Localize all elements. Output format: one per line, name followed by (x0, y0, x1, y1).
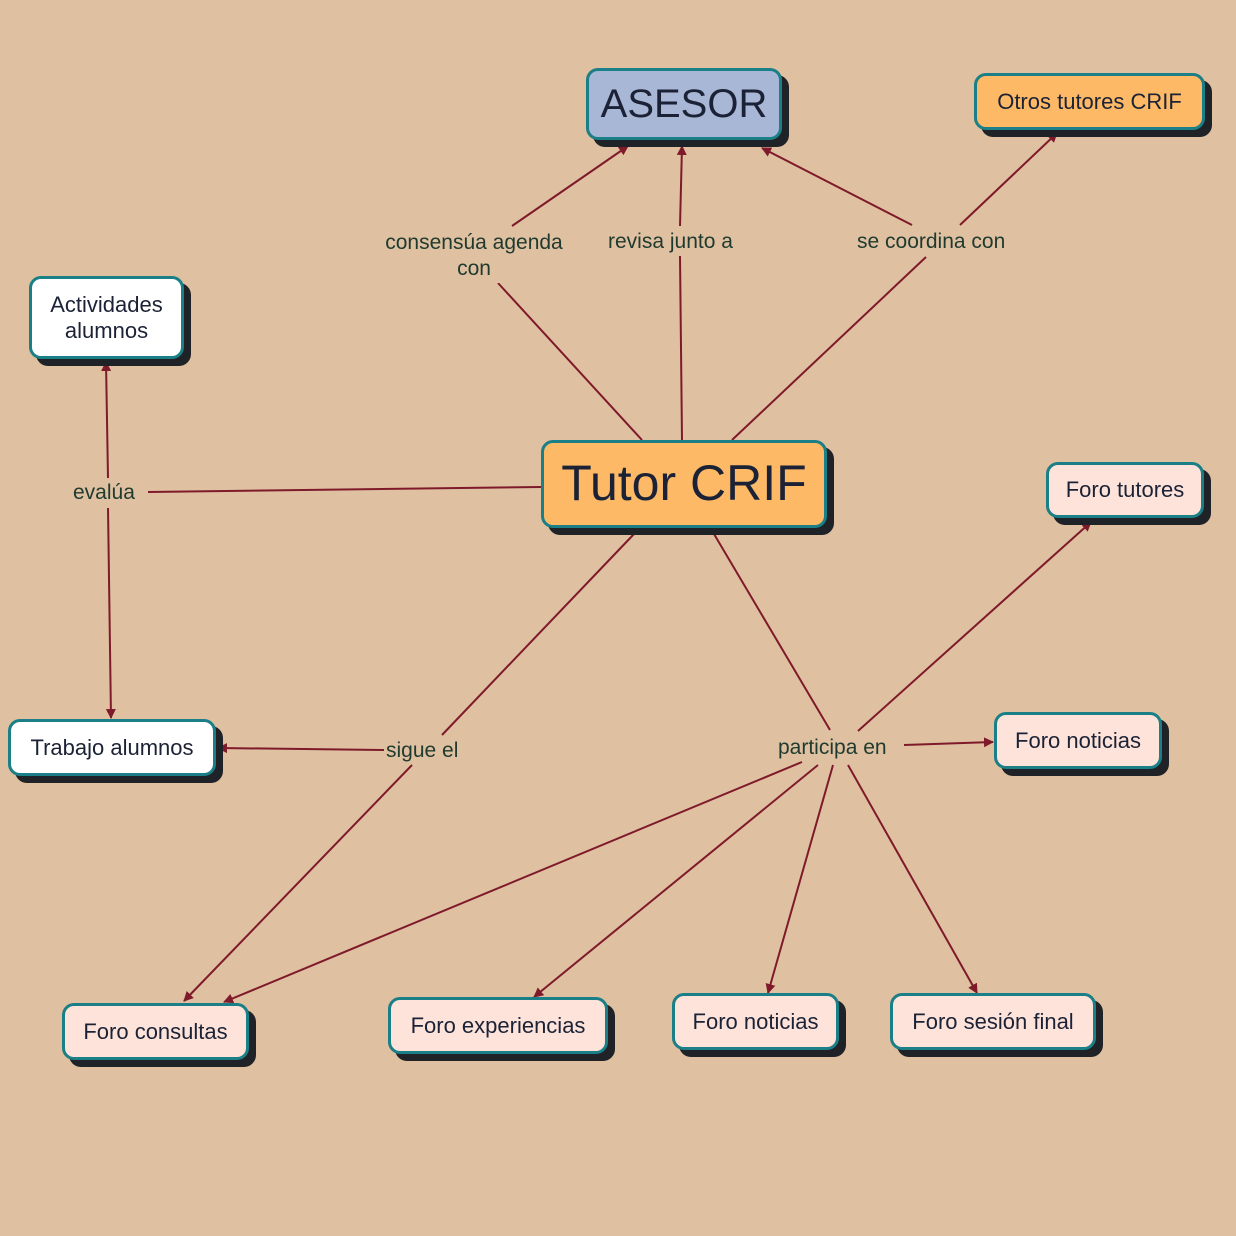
edge-coordina-asesor (761, 147, 913, 226)
node-foro-noticias-right[interactable]: Foro noticias (994, 712, 1162, 769)
node-otros-tutores-crif[interactable]: Otros tutores CRIF (974, 73, 1205, 130)
edge-tutor-evalua (147, 486, 542, 493)
edge-coordina-otros (959, 132, 1058, 226)
edge-evalua-actividades (101, 361, 112, 479)
node-asesor-label: ASESOR (600, 82, 768, 126)
node-trabajo-alumnos[interactable]: Trabajo alumnos (8, 719, 216, 776)
link-revisa-junto-a[interactable]: revisa junto a (606, 229, 735, 256)
edge-tutor-sigue (441, 533, 635, 736)
node-foro-sesion-final[interactable]: Foro sesión final (890, 993, 1096, 1050)
node-actividades-alumnos[interactable]: Actividades alumnos (29, 276, 184, 359)
edge-tutor-participa (713, 533, 831, 731)
node-tutor-crif[interactable]: Tutor CRIF (541, 440, 827, 528)
node-foro-noticias-right-label: Foro noticias (1015, 727, 1141, 753)
node-otros-tutores-label: Otros tutores CRIF (997, 88, 1182, 114)
edge-participa-experiencias (533, 764, 819, 998)
node-foro-noticias-bottom[interactable]: Foro noticias (672, 993, 839, 1050)
node-foro-tutores-label: Foro tutores (1065, 477, 1185, 503)
edge-tutor-revisa (679, 255, 683, 441)
node-foro-sesion-final-label: Foro sesión final (912, 1008, 1074, 1034)
edge-evalua-trabajo (105, 507, 116, 719)
edge-participa-noticias-bottom (765, 764, 834, 994)
node-asesor[interactable]: ASESOR (586, 68, 782, 140)
node-foro-tutores[interactable]: Foro tutores (1046, 462, 1204, 518)
edge-consensua-asesor (511, 145, 629, 227)
node-trabajo-label: Trabajo alumnos (30, 734, 194, 760)
link-consensua-agenda-con[interactable]: consensúa agenda con (368, 230, 580, 283)
edge-participa-sesion (847, 764, 978, 994)
node-foro-consultas-label: Foro consultas (83, 1018, 228, 1044)
link-se-coordina-con[interactable]: se coordina con (855, 229, 1008, 256)
node-tutor-crif-label: Tutor CRIF (561, 455, 807, 512)
node-foro-consultas[interactable]: Foro consultas (62, 1003, 249, 1060)
node-foro-experiencias[interactable]: Foro experiencias (388, 997, 608, 1054)
edge-participa-consultas (223, 761, 803, 1004)
edge-participa-noticias-right (903, 737, 994, 748)
edge-participa-tutores (857, 521, 1092, 732)
edge-sigue-consultas (183, 764, 413, 1002)
link-sigue-el[interactable]: sigue el (384, 738, 461, 765)
node-foro-experiencias-label: Foro experiencias (410, 1012, 586, 1038)
node-actividades-label: Actividades alumnos (50, 292, 163, 343)
edge-revisa-asesor (676, 145, 687, 227)
link-evalua[interactable]: evalúa (71, 480, 137, 507)
edge-tutor-consensua (497, 282, 643, 441)
node-foro-noticias-bottom-label: Foro noticias (692, 1008, 819, 1034)
edge-tutor-coordina (731, 256, 927, 441)
link-participa-en[interactable]: participa en (776, 735, 889, 762)
edge-sigue-trabajo (217, 743, 385, 754)
link-consensua-text: consensúa agenda con (385, 231, 563, 281)
